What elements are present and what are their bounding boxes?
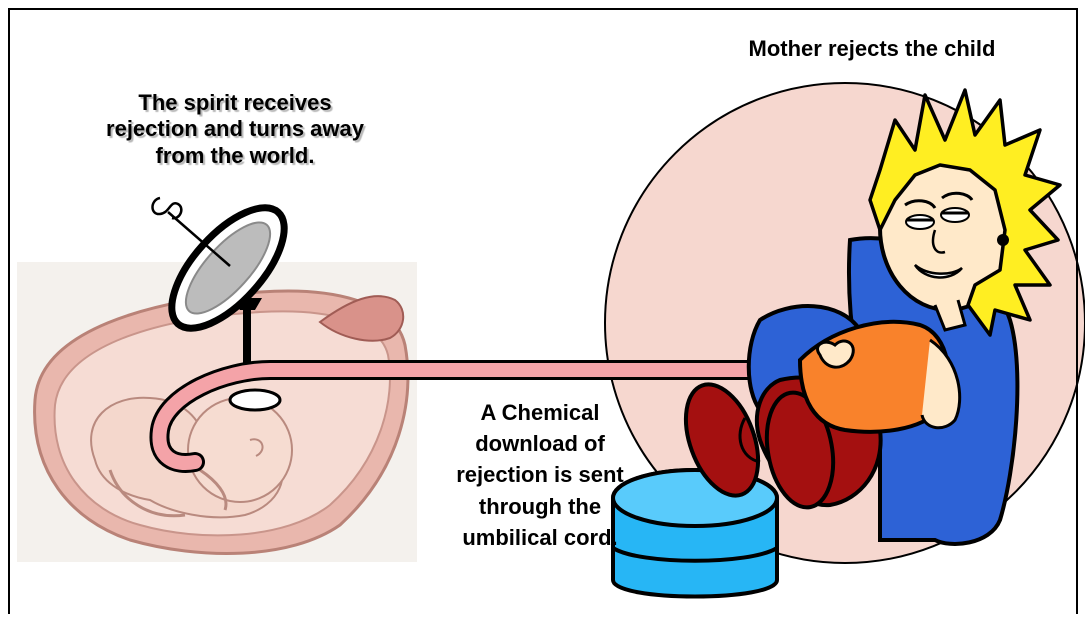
spirit-caption: The spirit receives rejection and turns … [35,90,435,169]
mother-caption: Mother rejects the child [672,36,1072,62]
chemical-caption: A Chemical download of rejection is sent… [385,397,695,553]
chemical-caption-line-2: download of [385,428,695,459]
spirit-caption-line-2: rejection and turns away [35,116,435,142]
spirit-caption-line-1: The spirit receives [35,90,435,116]
chemical-caption-line-3: rejection is sent [385,459,695,490]
chemical-caption-line-5: umbilical cord. [385,522,695,553]
chemical-caption-line-1: A Chemical [385,397,695,428]
spirit-caption-line-3: from the world. [35,143,435,169]
chemical-caption-line-4: through the [385,491,695,522]
